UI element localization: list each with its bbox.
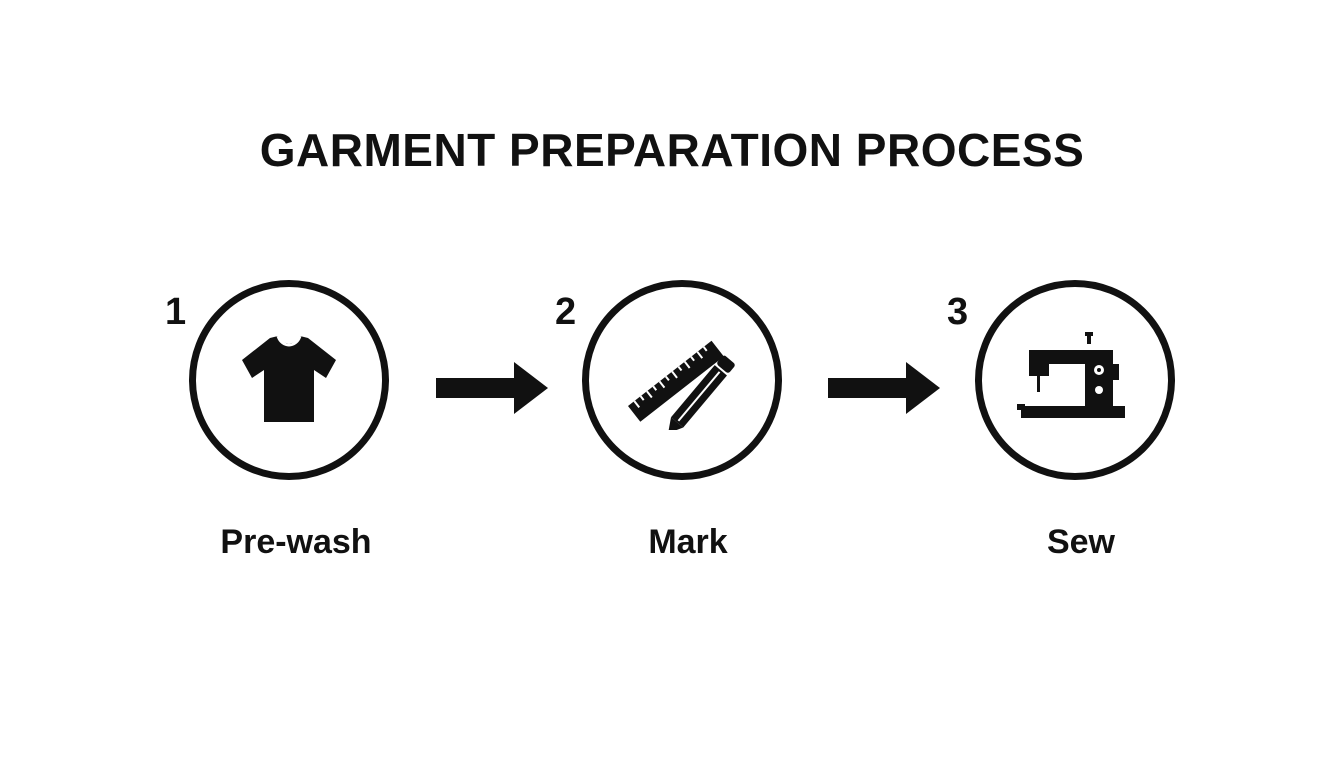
arrow-right-icon [436, 358, 550, 418]
step-circle-prewash [189, 280, 389, 480]
t-shirt-icon [242, 335, 336, 422]
step-number-2: 2 [555, 291, 577, 333]
sewing-machine-icon [1017, 332, 1125, 418]
arrow-right-icon [828, 358, 942, 418]
step-label-mark: Mark [648, 523, 728, 561]
step-label-sew: Sew [1046, 523, 1116, 561]
ruler-pencil-icon [628, 340, 735, 430]
step-label-prewash: Pre-wash [220, 523, 372, 561]
step-number-3: 3 [947, 291, 969, 333]
step-circle-sew [975, 280, 1175, 480]
step-circle-mark [582, 280, 782, 480]
diagram-title: GARMENT PREPARATION PROCESS [259, 124, 1085, 176]
step-number-1: 1 [165, 291, 187, 333]
